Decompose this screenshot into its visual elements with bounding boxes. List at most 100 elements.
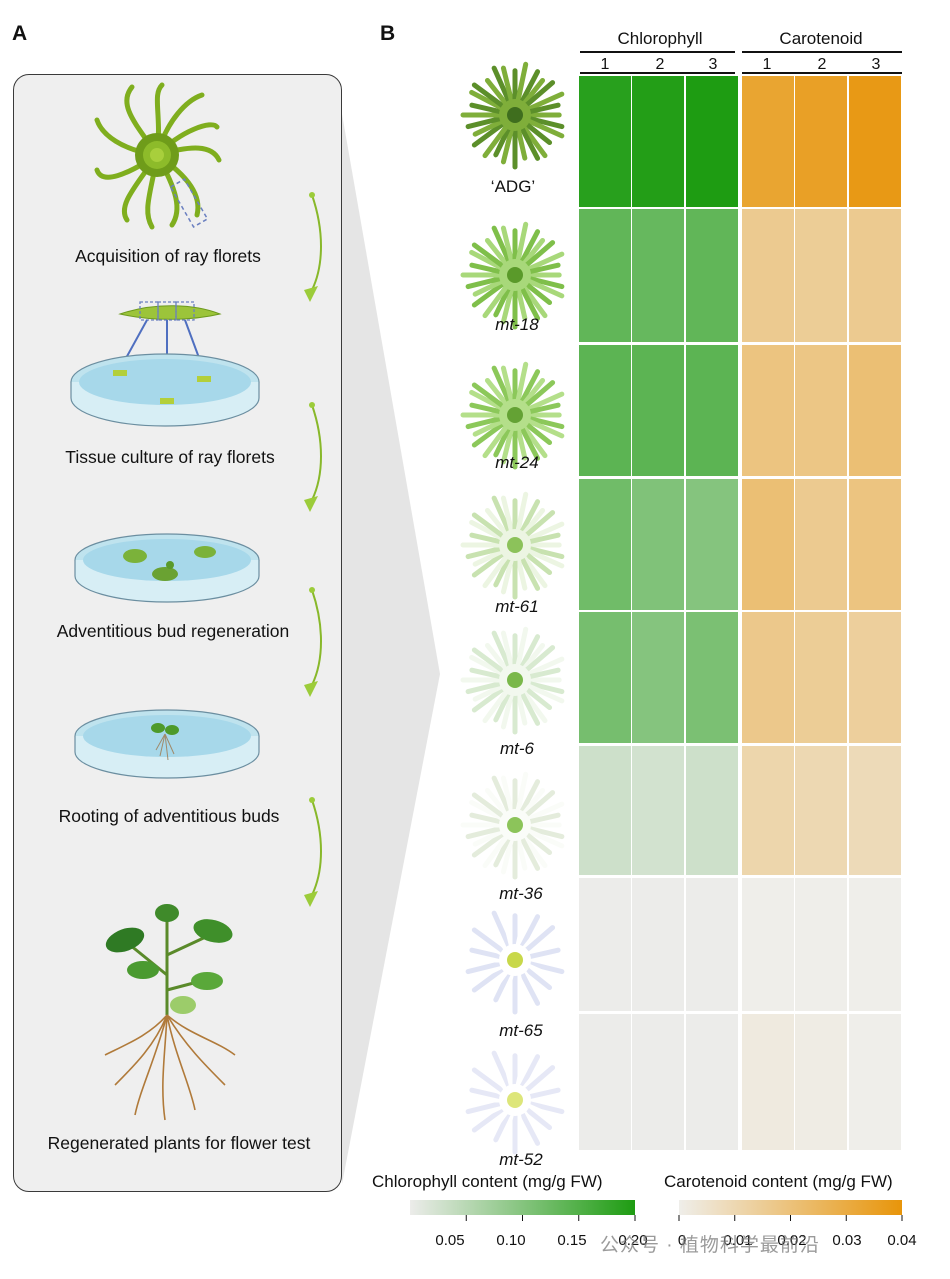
cell-chlorophyll-4-rep3 [686, 612, 738, 743]
rooting-dish-illustration [74, 709, 260, 779]
chlorophyll-header: Chlorophyll [617, 29, 703, 48]
chl-tick-0.15: 0.15 [557, 1232, 587, 1249]
chl-rep-2: 2 [655, 56, 665, 73]
funnel-connector [342, 114, 440, 1184]
cell-chlorophyll-0-rep3 [686, 76, 738, 207]
chl-rep-1: 1 [600, 56, 610, 73]
chlorophyll-color-bar [410, 1200, 635, 1215]
carotenoid-legend-title: Carotenoid content (mg/g FW) [664, 1172, 893, 1191]
cell-carotenoid-0-rep3 [849, 76, 901, 207]
car-rep-2: 2 [817, 56, 827, 73]
cell-carotenoid-6-rep1 [742, 878, 794, 1011]
cell-chlorophyll-7-rep3 [686, 1014, 738, 1150]
cell-carotenoid-0-rep1 [742, 76, 794, 207]
flower-photo-3 [460, 491, 565, 600]
cell-carotenoid-1-rep2 [795, 209, 847, 342]
cell-chlorophyll-7-rep2 [632, 1014, 684, 1150]
cell-chlorophyll-4-rep2 [632, 612, 684, 743]
cultivar-label-mt-61: mt-61 [495, 597, 539, 616]
cultivar-label-mt-36: mt-36 [499, 884, 543, 903]
cell-carotenoid-5-rep1 [742, 746, 794, 875]
cultivar-flower-photos [460, 61, 565, 1155]
carotenoid-header: Carotenoid [779, 29, 863, 48]
step-5-label: Regenerated plants for flower test [47, 1133, 311, 1153]
cell-chlorophyll-4-rep1 [579, 612, 631, 743]
car-tick-0.04: 0.04 [887, 1232, 917, 1249]
chl-rep-3: 3 [708, 56, 718, 73]
bud-regeneration-dish-illustration [74, 533, 260, 603]
cultivar-label-mt-18: mt-18 [495, 315, 539, 334]
cultivar-label-adg: ‘ADG’ [490, 177, 536, 196]
car-tick-0.01: 0.01 [723, 1232, 753, 1249]
cell-chlorophyll-6-rep1 [579, 878, 631, 1011]
cell-chlorophyll-2-rep3 [686, 345, 738, 476]
car-rep-3: 3 [871, 56, 881, 73]
cell-carotenoid-6-rep3 [849, 878, 901, 1011]
header-underlines [580, 51, 902, 74]
cell-carotenoid-2-rep1 [742, 345, 794, 476]
cell-carotenoid-3-rep1 [742, 479, 794, 610]
cell-carotenoid-6-rep2 [795, 878, 847, 1011]
chl-tick-0.10: 0.10 [496, 1232, 526, 1249]
cultivar-label-mt-52: mt-52 [499, 1150, 543, 1169]
car-tick-0: 0 [677, 1232, 687, 1249]
cell-carotenoid-7-rep1 [742, 1014, 794, 1150]
flower-photo-1 [460, 221, 565, 330]
cell-carotenoid-3-rep3 [849, 479, 901, 610]
car-tick-0.02: 0.02 [777, 1232, 807, 1249]
panel-b-letter: B [380, 22, 396, 45]
regenerated-plant-illustration [104, 904, 236, 1121]
cell-carotenoid-1-rep3 [849, 209, 901, 342]
flower-photo-7 [460, 1046, 565, 1155]
watermark: 公众号 · 植物科学最前沿 [600, 1235, 820, 1256]
cell-chlorophyll-0-rep2 [632, 76, 684, 207]
cell-carotenoid-5-rep2 [795, 746, 847, 875]
step-4-label: Rooting of adventitious buds [58, 806, 280, 826]
cell-chlorophyll-1-rep1 [579, 209, 631, 342]
cell-carotenoid-3-rep2 [795, 479, 847, 610]
cell-chlorophyll-6-rep2 [632, 878, 684, 1011]
cell-carotenoid-0-rep2 [795, 76, 847, 207]
chrysanthemum-flower-illustration [94, 82, 222, 230]
cell-carotenoid-2-rep3 [849, 345, 901, 476]
cell-chlorophyll-3-rep3 [686, 479, 738, 610]
cell-carotenoid-7-rep2 [795, 1014, 847, 1150]
cell-chlorophyll-7-rep1 [579, 1014, 631, 1150]
flower-photo-5 [460, 771, 565, 880]
workflow-arrows [304, 192, 322, 907]
car-rep-1: 1 [762, 56, 772, 73]
cell-chlorophyll-5-rep2 [632, 746, 684, 875]
flower-photo-4 [460, 626, 565, 735]
cell-carotenoid-4-rep2 [795, 612, 847, 743]
chl-tick-0.05: 0.05 [435, 1232, 465, 1249]
cell-chlorophyll-3-rep2 [632, 479, 684, 610]
chl-tick-0.20: 0.20 [618, 1232, 648, 1249]
cell-carotenoid-5-rep3 [849, 746, 901, 875]
cell-chlorophyll-6-rep3 [686, 878, 738, 1011]
flower-photo-6 [460, 906, 565, 1015]
flower-photo-2 [460, 361, 565, 470]
step-2-label: Tissue culture of ray florets [65, 447, 275, 467]
cell-carotenoid-7-rep3 [849, 1014, 901, 1150]
cell-chlorophyll-3-rep1 [579, 479, 631, 610]
flower-photo-0 [460, 61, 565, 170]
cell-chlorophyll-5-rep1 [579, 746, 631, 875]
cell-chlorophyll-2-rep2 [632, 345, 684, 476]
cell-chlorophyll-5-rep3 [686, 746, 738, 875]
step-3-label: Adventitious bud regeneration [56, 621, 290, 641]
cultivar-label-mt-65: mt-65 [499, 1021, 543, 1040]
panel-a-letter: A [12, 22, 28, 45]
cell-chlorophyll-2-rep1 [579, 345, 631, 476]
cell-carotenoid-4-rep3 [849, 612, 901, 743]
cultivar-label-mt-6: mt-6 [500, 739, 534, 758]
cell-carotenoid-4-rep1 [742, 612, 794, 743]
chlorophyll-legend-title: Chlorophyll content (mg/g FW) [372, 1172, 603, 1191]
cell-chlorophyll-0-rep1 [579, 76, 631, 207]
step-1-label: Acquisition of ray florets [75, 246, 261, 266]
cell-chlorophyll-1-rep3 [686, 209, 738, 342]
cell-carotenoid-2-rep2 [795, 345, 847, 476]
tissue-culture-dish-illustration [70, 301, 260, 427]
cell-chlorophyll-1-rep2 [632, 209, 684, 342]
